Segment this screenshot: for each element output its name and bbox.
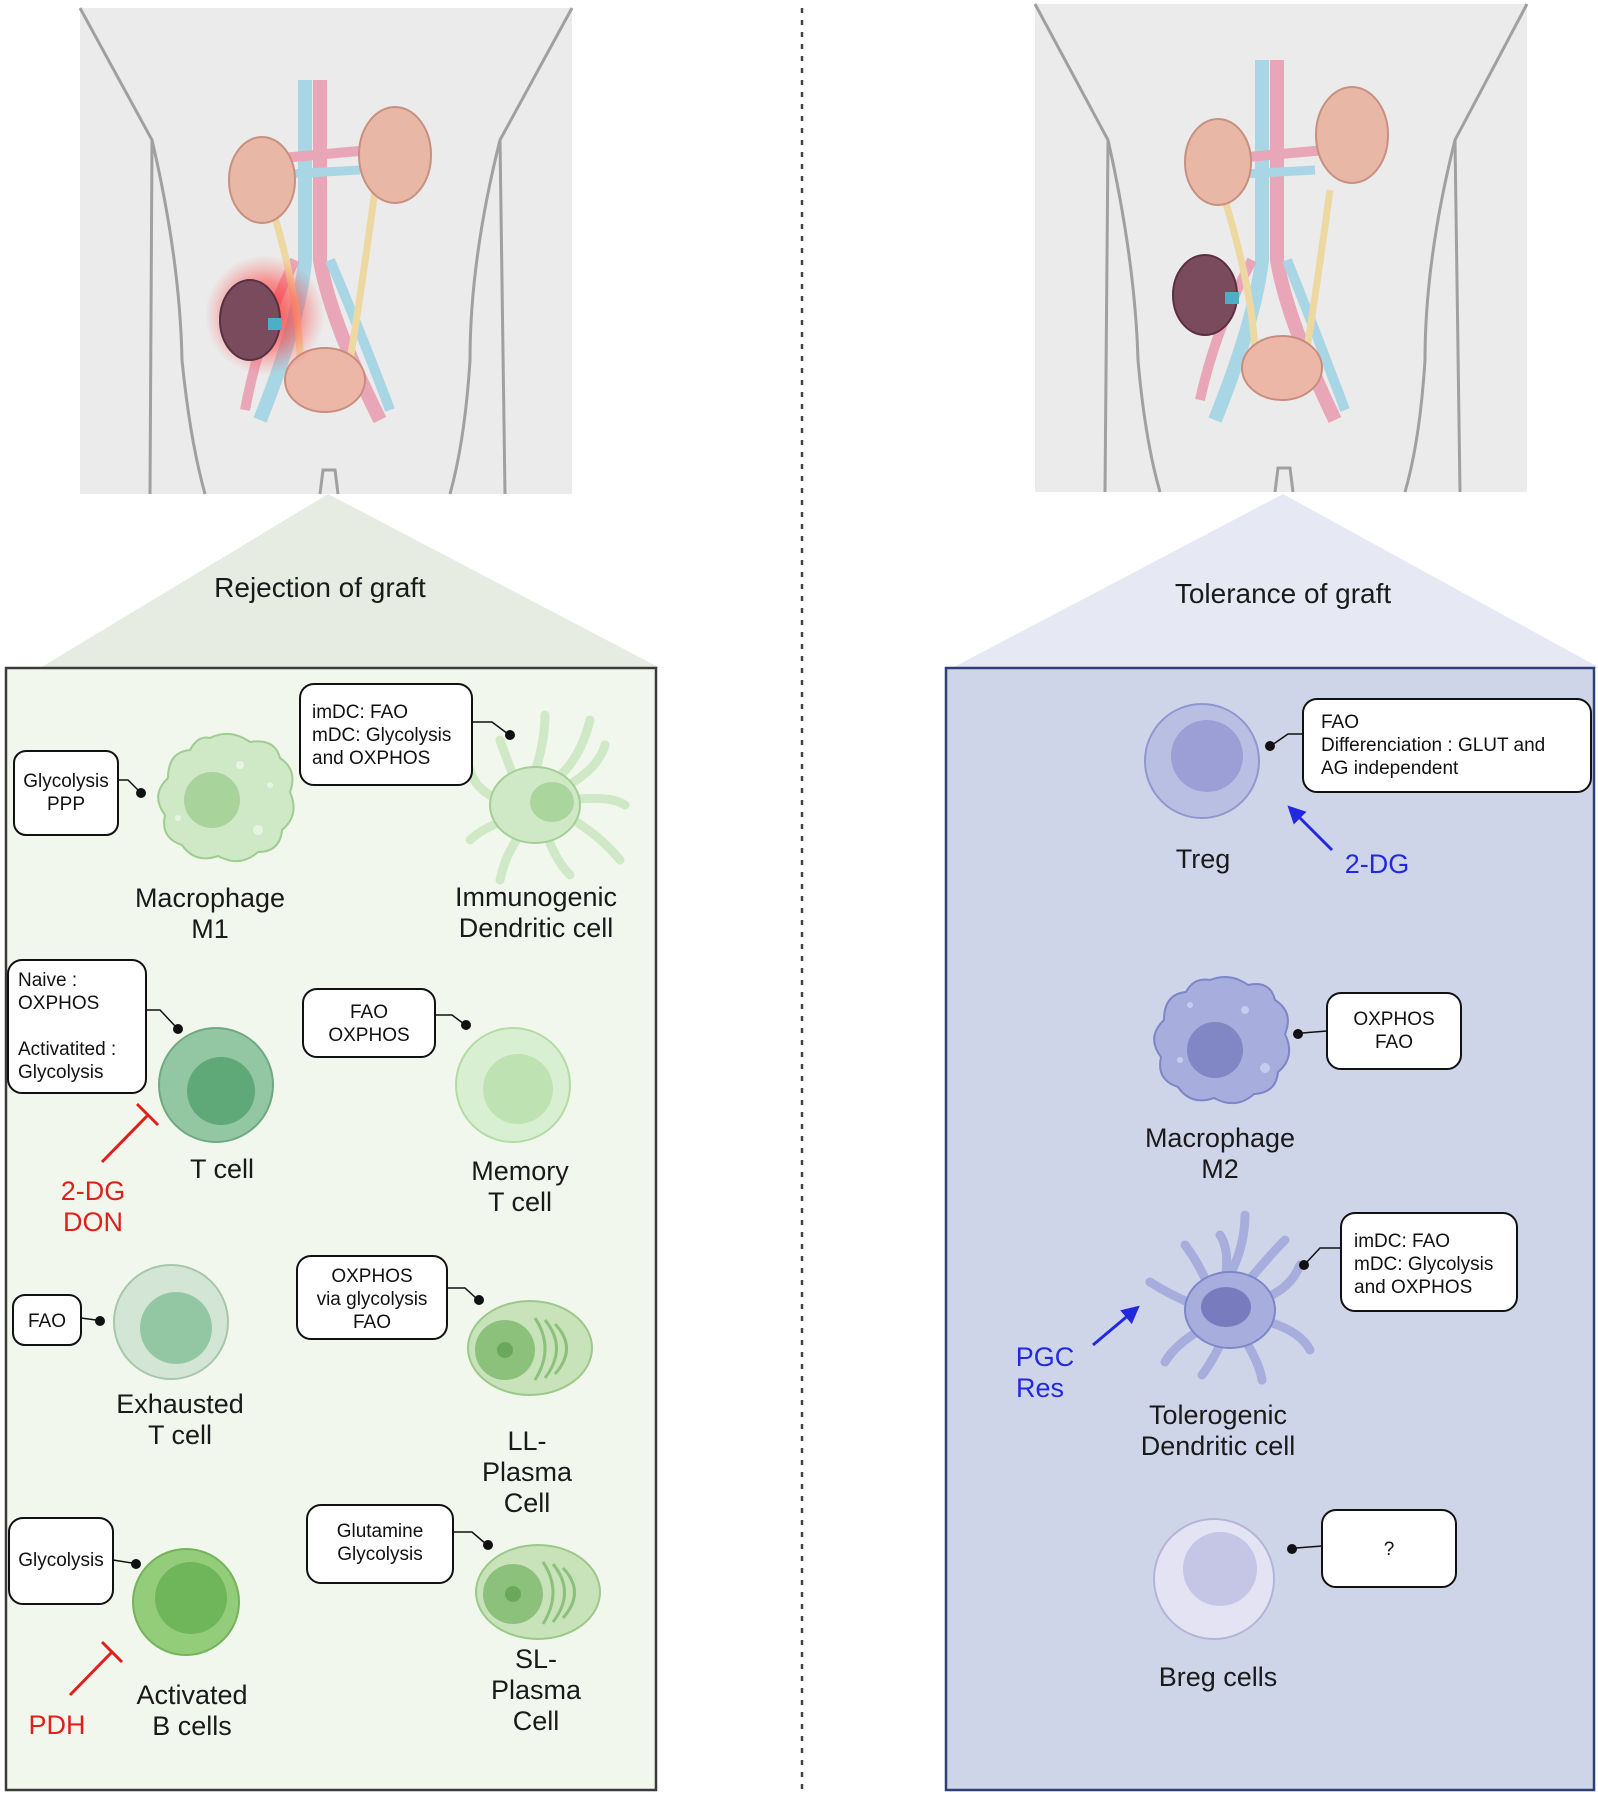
native-kidney-left: [228, 136, 296, 224]
sl-plasma-cell: SL- Plasma Cell: [475, 1544, 601, 1736]
svg-text:Dendritic cell: Dendritic cell: [459, 913, 614, 943]
svg-text:Memory: Memory: [471, 1156, 569, 1186]
svg-text:SL-: SL-: [515, 1644, 557, 1674]
native-kidney-right: [358, 106, 432, 204]
svg-text:via glycolysis: via glycolysis: [317, 1289, 428, 1310]
svg-text:T cell: T cell: [190, 1154, 254, 1184]
macrophage-m2-metabolism-box: OXPHOS FAO: [1293, 992, 1462, 1070]
right-panel-title: Tolerance of graft: [1175, 578, 1392, 609]
svg-text:Naive :: Naive :: [18, 970, 77, 991]
tolerogenic-dc-activation: PGC Res: [1016, 1305, 1140, 1403]
t-cell: T cell: [158, 1027, 274, 1184]
bladder: [284, 347, 366, 413]
right-body-illustration: [1033, 3, 1529, 493]
svg-text:DON: DON: [63, 1207, 123, 1237]
macrophage-m2: Macrophage M2: [1145, 975, 1295, 1184]
svg-text:Res: Res: [1016, 1373, 1064, 1403]
svg-text:LL-: LL-: [507, 1426, 546, 1456]
svg-text:2-DG: 2-DG: [1345, 849, 1410, 879]
macrophage-m1-metabolism-box: Glycolysis PPP: [13, 750, 146, 836]
svg-text:B cells: B cells: [152, 1711, 232, 1741]
svg-text:FAO: FAO: [28, 1311, 66, 1332]
immunogenic-dendritic-cell: Immunogenic Dendritic cell: [455, 710, 630, 943]
native-kidney-left: [1184, 118, 1252, 206]
svg-text:FAO: FAO: [350, 1002, 388, 1023]
svg-text:M2: M2: [1201, 1154, 1239, 1184]
svg-text:Dendritic cell: Dendritic cell: [1141, 1431, 1296, 1461]
treg-cell: Treg: [1144, 703, 1260, 874]
t-cell-nucleus: [187, 1057, 255, 1125]
activated-b-metabolism-box: Glycolysis: [8, 1517, 141, 1605]
macrophage-m1-nucleus: [184, 772, 240, 828]
treg-metabolism-box: FAO Differenciation : GLUT and AG indepe…: [1265, 698, 1592, 793]
svg-text:?: ?: [1384, 1539, 1395, 1560]
tolerogenic-dc-metabolism-box: imDC: FAO mDC: Glycolysis and OXPHOS: [1299, 1212, 1518, 1312]
sl-plasma-metabolism-box: Glutamine Glycolysis: [306, 1504, 493, 1584]
svg-text:Macrophage: Macrophage: [1145, 1123, 1295, 1153]
svg-text:T cell: T cell: [488, 1187, 552, 1217]
svg-text:Tolerogenic: Tolerogenic: [1149, 1400, 1287, 1430]
svg-text:PGC: PGC: [1016, 1342, 1075, 1372]
svg-text:Glycolysis: Glycolysis: [337, 1544, 423, 1565]
ll-plasma-metabolism-box: OXPHOS via glycolysis FAO: [296, 1255, 484, 1340]
svg-text:OXPHOS: OXPHOS: [328, 1025, 409, 1046]
svg-text:Macrophage: Macrophage: [135, 883, 285, 913]
bladder: [1241, 335, 1323, 401]
t-cell-metabolism-box: Naive : OXPHOS Activatited : Glycolysis: [7, 959, 183, 1094]
left-zoom-triangle: [40, 494, 660, 668]
svg-text:Differenciation : GLUT and: Differenciation : GLUT and: [1321, 735, 1545, 756]
svg-text:PDH: PDH: [28, 1710, 85, 1740]
svg-text:Exhausted: Exhausted: [116, 1389, 244, 1419]
memory-t-cell: Memory T cell: [455, 1027, 571, 1217]
svg-text:2-DG: 2-DG: [61, 1176, 126, 1206]
native-kidney-right: [1315, 86, 1389, 184]
exhausted-t-metabolism-box: FAO: [12, 1294, 105, 1346]
svg-text:Breg cells: Breg cells: [1159, 1662, 1278, 1692]
t-cell-inhibition: 2-DG DON: [61, 1102, 160, 1237]
svg-text:imDC: FAO: imDC: FAO: [1354, 1231, 1450, 1252]
left-body-illustration: [78, 7, 574, 495]
ll-plasma-cell: LL- Plasma Cell: [467, 1300, 593, 1518]
svg-text:Activated: Activated: [136, 1680, 247, 1710]
svg-text:and OXPHOS: and OXPHOS: [1354, 1277, 1472, 1298]
svg-text:Glutamine: Glutamine: [337, 1521, 424, 1542]
svg-text:FAO: FAO: [353, 1312, 391, 1333]
svg-text:Plasma: Plasma: [491, 1675, 582, 1705]
svg-text:AG independent: AG independent: [1321, 758, 1459, 779]
svg-text:OXPHOS: OXPHOS: [331, 1266, 412, 1287]
svg-text:Treg: Treg: [1176, 844, 1231, 874]
svg-text:T cell: T cell: [148, 1420, 212, 1450]
svg-text:FAO: FAO: [1375, 1032, 1413, 1053]
macrophage-m1: Macrophage M1: [135, 732, 295, 944]
svg-text:imDC: FAO: imDC: FAO: [312, 702, 408, 723]
svg-text:Glycolysis: Glycolysis: [23, 771, 109, 792]
activated-b-inhibition: PDH: [28, 1640, 124, 1740]
activated-b-cells: Activated B cells: [132, 1548, 248, 1741]
svg-text:PPP: PPP: [47, 794, 85, 815]
breg-metabolism-box: ?: [1287, 1509, 1457, 1588]
svg-text:Plasma: Plasma: [482, 1457, 573, 1487]
immunogenic-dc-metabolism-box: imDC: FAO mDC: Glycolysis and OXPHOS: [299, 683, 515, 786]
svg-text:FAO: FAO: [1321, 712, 1359, 733]
svg-text:mDC: Glycolysis: mDC: Glycolysis: [1354, 1254, 1493, 1275]
svg-text:Glycolysis: Glycolysis: [18, 1550, 104, 1571]
svg-text:OXPHOS: OXPHOS: [18, 993, 99, 1014]
tolerogenic-dendritic-cell: Tolerogenic Dendritic cell: [1141, 1210, 1315, 1461]
left-panel-title: Rejection of graft: [214, 572, 426, 603]
svg-text:and OXPHOS: and OXPHOS: [312, 748, 430, 769]
right-zoom-triangle: [952, 494, 1598, 668]
svg-text:Immunogenic: Immunogenic: [455, 882, 617, 912]
svg-text:Activatited :: Activatited :: [18, 1039, 116, 1060]
svg-text:Glycolysis: Glycolysis: [18, 1062, 104, 1083]
memory-t-metabolism-box: FAO OXPHOS: [302, 988, 471, 1058]
exhausted-t-cell: Exhausted T cell: [113, 1264, 244, 1450]
svg-text:OXPHOS: OXPHOS: [1353, 1009, 1434, 1030]
svg-text:Cell: Cell: [504, 1488, 551, 1518]
svg-text:Cell: Cell: [513, 1706, 560, 1736]
treg-activation: 2-DG: [1287, 805, 1410, 879]
svg-text:mDC: Glycolysis: mDC: Glycolysis: [312, 725, 451, 746]
svg-text:M1: M1: [191, 914, 229, 944]
breg-cells: Breg cells: [1153, 1518, 1278, 1692]
